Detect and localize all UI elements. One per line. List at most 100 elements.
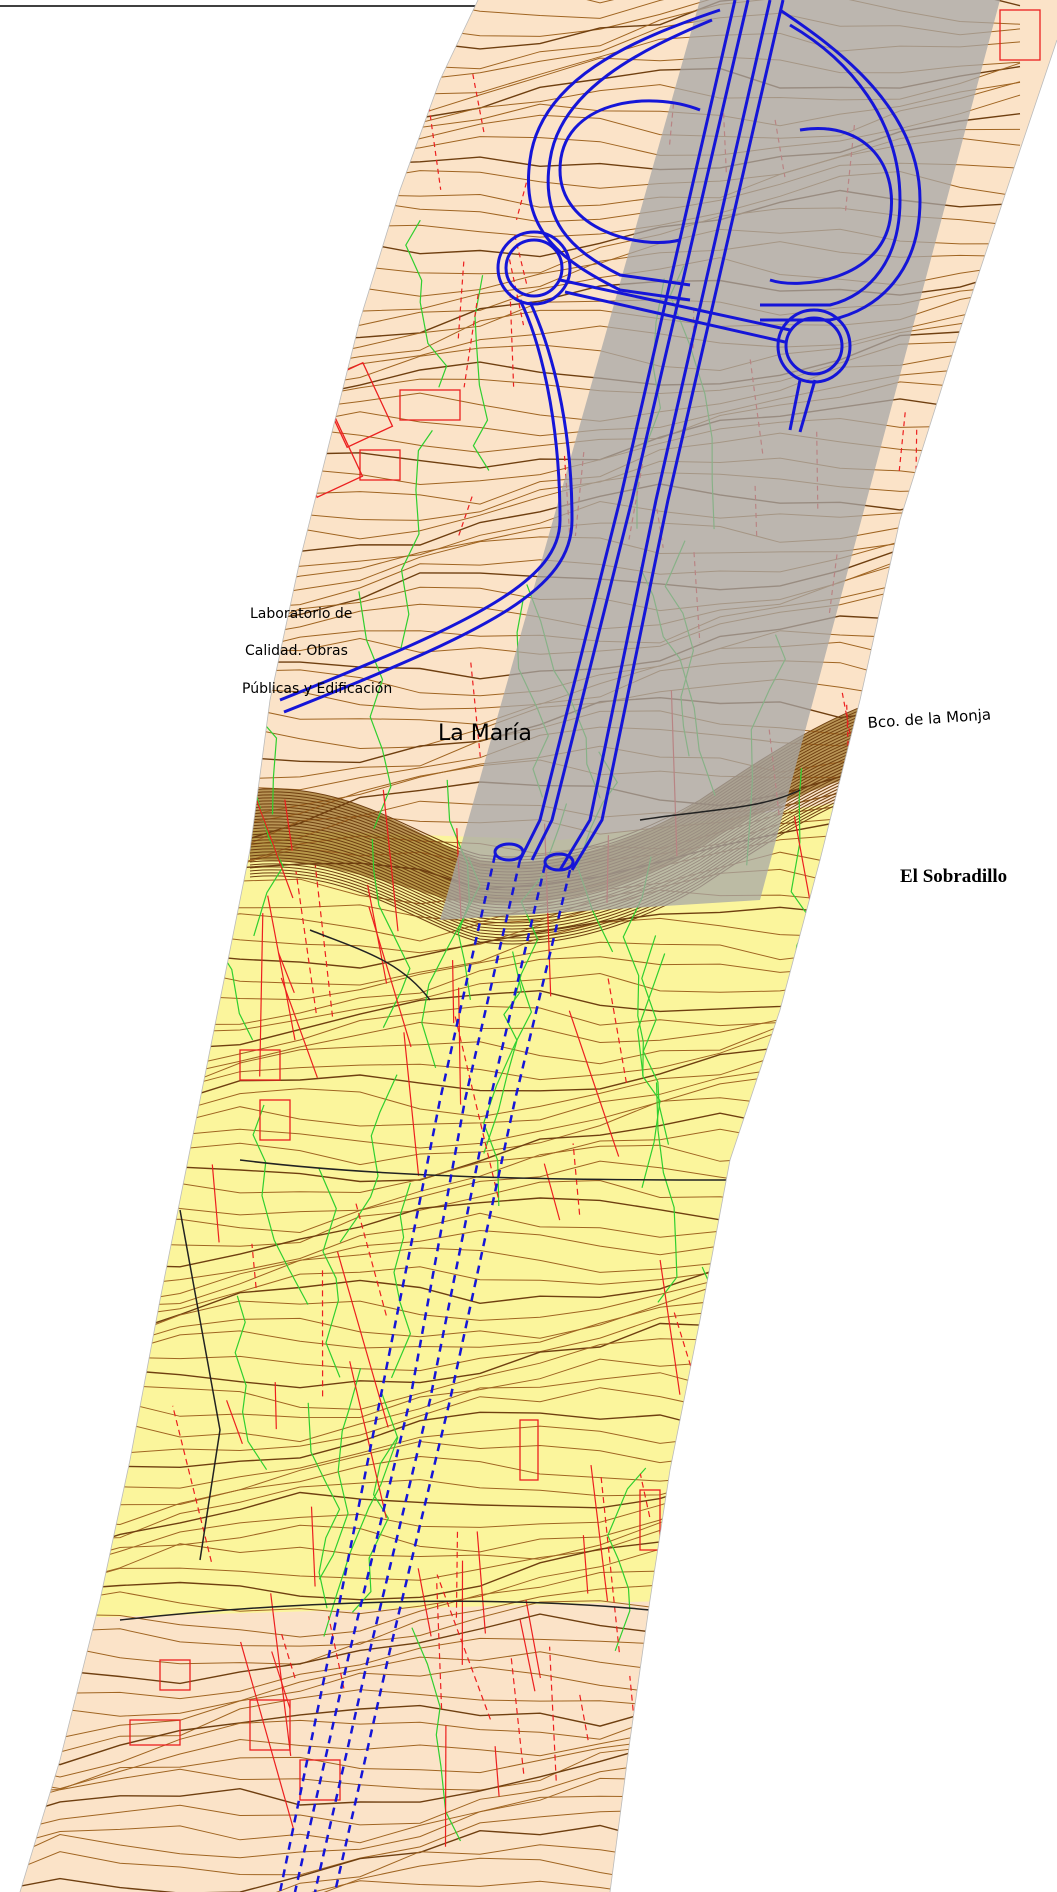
parcel-line (280, 977, 318, 1078)
parcel-line (790, 1595, 823, 1793)
carriageway-west (518, 0, 737, 861)
parcel-line (172, 1405, 212, 1562)
parcel-line (772, 1781, 786, 1834)
loop-east-inner (760, 23, 902, 307)
roundabout-east (784, 316, 844, 376)
parcel-line (639, 1473, 651, 1518)
parcel-line (509, 292, 515, 387)
vegetation-line (655, 1082, 678, 1303)
parcel-line (582, 1535, 589, 1594)
parcel-line (508, 259, 525, 326)
parcel-line (476, 1531, 486, 1634)
parcel-line (746, 1578, 785, 1683)
parcel-line (259, 913, 264, 1077)
parcel-line (525, 1599, 541, 1679)
carriageway-east-b (570, 0, 785, 871)
strip-outline (19, 0, 1057, 1892)
parcel-line (549, 1646, 557, 1781)
parcel-line (454, 1015, 499, 1198)
parcel-line (277, 952, 295, 994)
parcel-line (327, 1616, 345, 1689)
vegetation-line (339, 1074, 398, 1243)
parcel-line (240, 1641, 295, 1830)
parcel-line (284, 799, 293, 851)
vegetation-line (307, 1402, 341, 1609)
parcel-line (781, 1657, 791, 1717)
parcel-line (274, 1382, 277, 1430)
label-laboratorio-line1: Laboratorio de (250, 606, 352, 622)
highway-interchange (279, 0, 922, 872)
vegetation-line (701, 1266, 757, 1486)
buildings (129, 9, 1041, 1801)
roundabout-west (504, 238, 564, 298)
parcel-line (607, 977, 627, 1084)
ravine-contour (249, 774, 881, 933)
parcel-line (515, 173, 530, 220)
vegetation-line (358, 591, 392, 829)
vegetation-line (698, 1691, 726, 1892)
label-laboratorio-line3: Públicas y Edificación (242, 681, 392, 697)
parcel-line (251, 1243, 257, 1288)
parcel-line (793, 1052, 814, 1104)
parcel-line (659, 1259, 681, 1395)
parcel-line (543, 1163, 561, 1221)
parcel-line (336, 1251, 389, 1428)
label-bco-de-la-monja: Bco. de la Monja (867, 705, 992, 732)
vegetation-line (390, 1182, 412, 1379)
ravine-contour (249, 777, 881, 936)
parcel-line (349, 1361, 387, 1519)
vegetation-line (133, 650, 157, 827)
label-laboratorio-line2: Calidad. Obras (245, 643, 348, 659)
ravine-contour (249, 768, 881, 927)
parcel-line (472, 73, 485, 135)
vegetation-line (786, 1689, 836, 1892)
carriageway-west-b (530, 0, 750, 861)
vegetation-line (483, 951, 522, 1154)
vegetation-line (607, 1467, 647, 1652)
parcel-line (436, 1581, 443, 1710)
parcel-line (280, 1632, 296, 1679)
parcel-line (403, 1032, 420, 1176)
vegetation-line (155, 890, 185, 1141)
parcel-line (382, 789, 399, 932)
parcel-line (295, 871, 317, 1014)
parcel-line (578, 1692, 589, 1741)
parcel-line (270, 1593, 292, 1756)
vegetation-line (351, 1436, 399, 1613)
vegetation-line (637, 953, 666, 1188)
parcel-line (458, 987, 462, 1105)
vegetation-line (252, 1104, 309, 1305)
vegetation-line (483, 977, 533, 1207)
parcel-line (813, 1319, 827, 1366)
parcel-line (211, 1164, 220, 1243)
tunnel-portal-east (543, 852, 575, 872)
parcel-line (314, 865, 334, 1017)
ravine-contour (249, 765, 881, 924)
parcel-line (712, 1567, 728, 1613)
parcel-line (267, 895, 296, 1041)
vegetation-line (234, 1295, 268, 1471)
parcel-line (417, 1568, 432, 1637)
vegetation-line (323, 1392, 399, 1637)
vegetation-line (371, 839, 411, 1028)
local-roads (119, 789, 801, 1621)
parcel-line (720, 1415, 726, 1470)
parcel-line (590, 1465, 609, 1602)
vegetation-line (318, 1367, 362, 1580)
vegetation-line (280, 219, 319, 467)
parcel-line (368, 906, 412, 1048)
parcel-line (310, 1506, 316, 1587)
parcel-line (519, 1619, 536, 1692)
ravine-contour (249, 771, 881, 930)
loop-west (527, 8, 721, 302)
vegetation-line (400, 430, 433, 650)
loop-west-inner (546, 18, 713, 287)
parcel-line (494, 1746, 500, 1797)
road-corridor (440, 0, 1000, 920)
parcel-line (568, 1010, 620, 1157)
vegetation-line (185, 392, 221, 606)
label-el-sobradillo: El Sobradillo (900, 866, 1007, 887)
